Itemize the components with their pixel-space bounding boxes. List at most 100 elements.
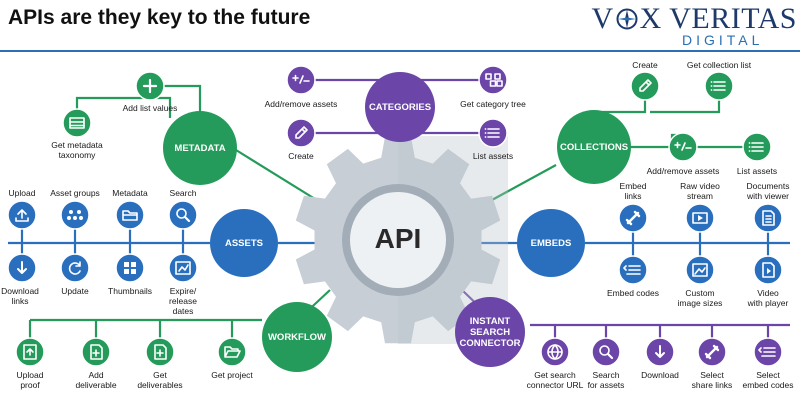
node-download-links [7,253,37,283]
pencil-icon [639,79,652,92]
center-api-label: API [374,223,422,254]
node-label-asset-groups: Asset groups [50,188,100,198]
node-create-col [630,71,660,101]
node-circle [591,337,621,367]
node-label-add-remove-assets-cat: Add/remove assets [264,99,338,109]
play-icon [692,212,708,224]
node-metadata-asset [115,200,145,230]
document-icon [762,210,775,226]
node-upload-proof [15,337,45,367]
node-label-thumbnails: Thumbnails [108,286,152,296]
add-file-icon [90,344,103,360]
node-search-for-assets [591,337,621,367]
image-icon [692,263,708,277]
plus-icon [142,78,158,94]
globe-icon [547,344,563,360]
table-icon [69,117,85,129]
hub-collections [557,110,631,184]
node-circle [60,253,90,283]
node-label-search: Search [169,188,197,198]
node-circle [168,200,198,230]
node-expire-release-dates [168,253,198,283]
open-folder-icon [224,346,241,358]
node-embed-links [618,203,648,233]
node-label-create-col: Create [632,60,658,70]
node-raw-video-stream [685,203,715,233]
pencil-icon [295,126,308,139]
node-get-collection-list [704,71,734,101]
gear-core [350,192,446,288]
node-label-get-metadata-taxonomy: Get metadata taxonomy [51,140,103,160]
node-circle [62,108,92,138]
hub-workflow [262,302,332,372]
node-label-search-for-assets: Search for assets [587,370,625,390]
list-icon [710,81,726,91]
node-add-remove-assets-col [668,132,698,162]
link-icon [704,344,720,360]
node-select-share-links [697,337,727,367]
node-label-metadata-asset: Metadata [112,188,148,198]
hub-metadata [163,111,237,185]
node-list-assets-cat [478,118,508,148]
header [0,0,800,50]
node-get-category-tree [478,65,508,95]
node-label-upload: Upload [8,188,36,198]
node-custom-image-sizes [685,255,715,285]
node-circle [630,71,660,101]
hub-label-categories: CATEGORIES [368,101,432,113]
hub-label-embeds: EMBEDS [530,237,572,249]
list-icon [484,128,500,138]
node-label-add-list-values: Add list values [122,103,178,113]
plus-minus-icon [674,141,692,151]
hub-label-assets: ASSETS [224,237,263,249]
node-add-list-values [135,71,165,101]
hub-label-workflow: WORKFLOW [267,331,327,343]
hub-categories [365,72,435,142]
node-circle [286,118,316,148]
download-icon [17,261,27,274]
search-icon [599,345,614,360]
node-circle [217,337,247,367]
node-label-create-cat: Create [288,151,314,161]
refresh-icon [68,261,81,275]
logo-subtitle: DIGITAL [682,32,764,48]
node-label-raw-video-stream: Raw video stream [680,181,720,201]
proof-icon [23,344,37,360]
node-label-get-deliverables: Get deliverables [137,370,183,390]
node-get-project [217,337,247,367]
folder-icon [122,210,138,221]
list-icon [748,142,764,152]
node-label-get-search-connector-url: Get search connector URL [526,370,584,390]
node-label-add-deliverable: Add deliverable [75,370,117,390]
tree-icon [485,73,503,87]
node-circle [115,253,145,283]
embed-lines-icon [758,347,776,357]
embed-lines-icon [623,265,641,275]
groups-icon [67,210,83,220]
node-label-update: Update [61,286,89,296]
node-circle [753,203,783,233]
search-icon [176,208,191,223]
connector-line-0 [150,84,202,115]
node-label-video-with-player: Video with player [747,288,789,308]
link-icon [625,210,641,226]
node-get-search-connector-url [540,337,570,367]
node-get-metadata-taxonomy [62,108,92,138]
node-video-with-player [753,255,783,285]
hub-label-instant_search: INSTANT SEARCH CONNECTOR [459,315,521,349]
slide-title: APIs are they key to the future [8,6,311,29]
node-add-remove-assets-cat [286,65,316,95]
node-list-assets-col [742,132,772,162]
node-label-add-remove-assets-col: Add/remove assets [646,166,720,176]
node-upload [7,200,37,230]
video-icon [762,262,775,278]
node-label-download: Download [641,370,679,380]
node-circle [478,65,508,95]
node-asset-groups [60,200,90,230]
compass-icon [616,8,638,30]
node-search [168,200,198,230]
node-label-get-collection-list: Get collection list [686,60,752,70]
thumbnails-icon [124,262,136,274]
